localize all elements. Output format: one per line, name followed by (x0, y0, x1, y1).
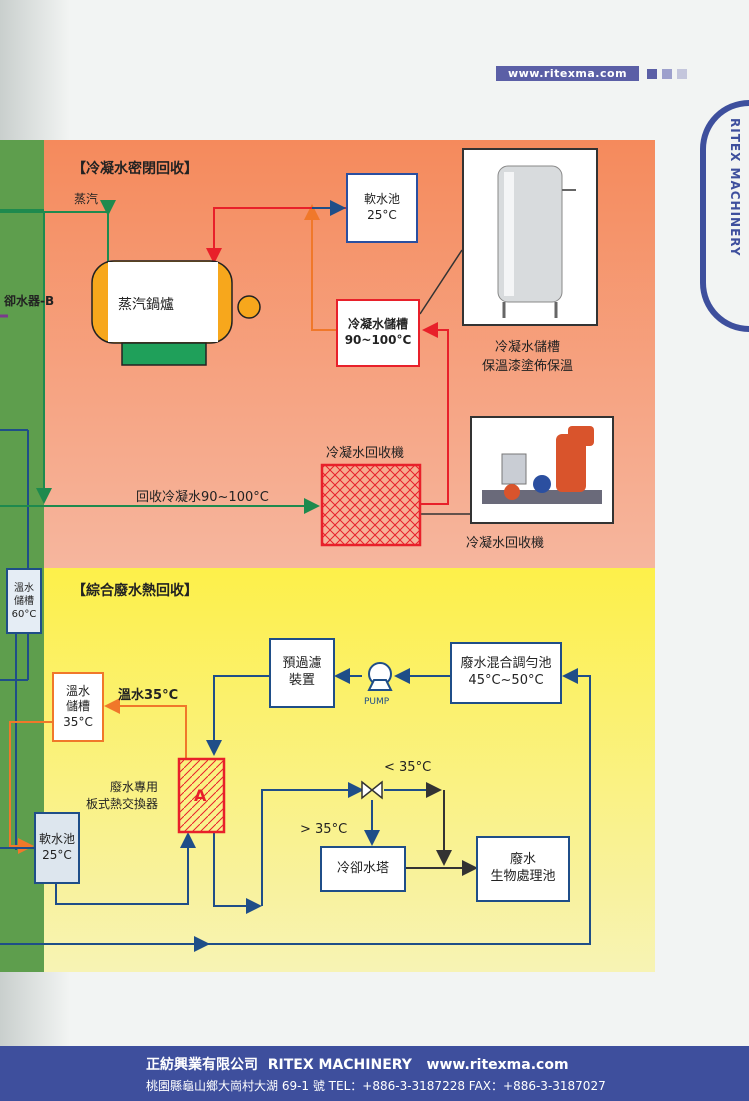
boiler-label: 蒸汽鍋爐 (118, 297, 174, 313)
warm-water-label: 溫水35°C (118, 688, 179, 703)
exchanger-to-warm-tank (104, 698, 187, 758)
lt35-label: < 35°C (384, 760, 432, 775)
tank-photo-image (497, 165, 576, 318)
return-condensate-label: 回收冷凝水90~100°C (136, 490, 269, 505)
footer-address: 桃園縣龜山鄉大崗村大湖 69-1 號 TEL：+886-3-3187228 FA… (146, 1079, 606, 1093)
recovery-photo (470, 416, 614, 524)
side-tab-inner (706, 106, 749, 326)
bottom-return-line (0, 668, 591, 945)
steam-label: 蒸汽 (74, 192, 99, 206)
bio-treatment-box: 廢水 生物處理池 (476, 836, 570, 902)
tank-up-line (304, 204, 336, 331)
cooling-tower-box: 冷卻水塔 (320, 846, 406, 892)
soft-to-exchanger (55, 832, 196, 905)
footer-company: 正紡興業有限公司 RITEX MACHINERY www.ritexma.com (146, 1057, 569, 1073)
prefilter-box: 預過濾 裝置 (269, 638, 335, 708)
recovery-machine-label: 冷凝水回收機 (326, 446, 405, 461)
boiler-burner (237, 295, 261, 319)
header-url[interactable]: www.ritexma.com (496, 66, 639, 81)
soft-water-pool-top: 軟水池 25°C (346, 173, 418, 243)
boiler-center (108, 262, 218, 342)
waste-section-title: 【綜合廢水熱回收】 (72, 583, 198, 599)
header-square (647, 69, 657, 79)
to-valve-line (261, 782, 364, 906)
gt35-label: > 35°C (300, 822, 348, 837)
mix-pool-box: 廢水混合調勻池 45°C~50°C (450, 642, 562, 704)
recovery-to-tank-line (420, 322, 449, 505)
valve-icon (370, 780, 383, 800)
tank-photo (462, 148, 598, 326)
footer (0, 1046, 749, 1101)
exchanger-out (213, 832, 262, 914)
tank-photo-connector (419, 249, 463, 315)
recovery-caption: 冷凝水回收機 (466, 536, 545, 551)
condensate-tank: 冷凝水儲槽 90~100°C (336, 299, 420, 367)
header-square (662, 69, 672, 79)
pump-label: PUMP (364, 697, 390, 707)
side-tab-label: RITEX MACHINERY (728, 118, 742, 257)
exchanger-letter: A (194, 786, 207, 805)
pump-base-icon (367, 679, 393, 691)
heat-exchanger-box (177, 757, 226, 834)
boiler-base (121, 342, 207, 366)
recovery-photo-image (482, 426, 602, 504)
cooler-b-label: 卻水器-B (4, 294, 55, 308)
header-square (677, 69, 687, 79)
tank-caption: 冷凝水儲槽 保溫漆塗佈保溫 (482, 340, 574, 374)
exchanger-caption: 廢水專用 板式熱交換器 (86, 780, 159, 811)
filter-to-exchanger (206, 675, 270, 756)
warm-tank-to-soft (9, 721, 52, 854)
condensate-section-title: 【冷凝水密閉回收】 (72, 161, 198, 177)
warm-tank-35: 溫水 儲槽 35°C (52, 672, 104, 742)
recovery-machine-box (320, 463, 422, 547)
warm-tank-60: 溫水 儲槽 60°C (6, 568, 42, 634)
to-boiler-line (206, 207, 348, 264)
soft-water-pool-bottom: 軟水池 25°C (34, 812, 80, 884)
valve-icon (361, 780, 374, 800)
